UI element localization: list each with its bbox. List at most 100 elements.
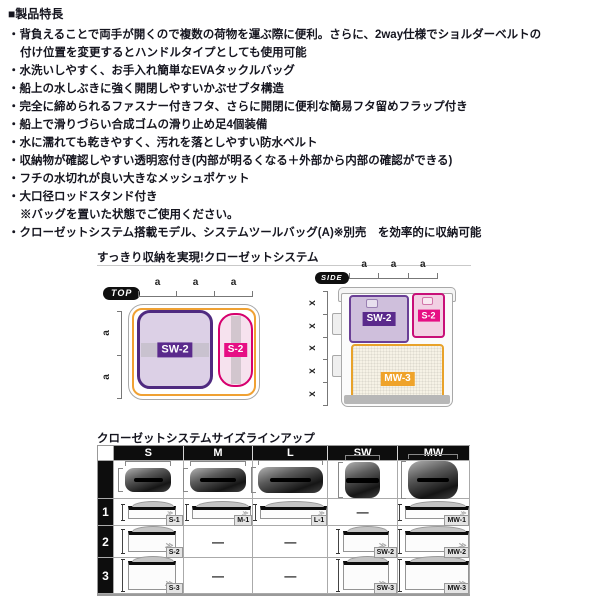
- feature-line: 付け位置を変更するとハンドルタイプとしても使用可能: [20, 47, 307, 59]
- row-header-2: 2: [98, 526, 114, 558]
- table-cell: ≫ S-2: [114, 526, 184, 558]
- table-cell: ≫ SW-3: [328, 556, 398, 594]
- table-cell: [397, 453, 470, 499]
- bag-body: SW-2 S-2 MW-3: [341, 293, 453, 407]
- table-cell: ≫ MW-2: [397, 526, 470, 558]
- table-cell: [328, 454, 398, 499]
- case-sw2-side-view: SW-2: [349, 295, 409, 343]
- table-cell: [182, 460, 254, 499]
- case-code-chip: M-1: [234, 515, 253, 526]
- table-cell: ≫ SW-2: [328, 526, 398, 558]
- divider: [97, 265, 471, 266]
- feature-line: ・大口径ロッドスタンド付き: [8, 191, 158, 203]
- dimension-label: a: [230, 277, 237, 288]
- case-profile: ≫: [260, 500, 328, 519]
- feature-line: ・船上で滑りづらい合成ゴムの滑り止め足4個装備: [8, 119, 268, 131]
- feature-line: ・水に濡れても乾きやすく、汚れを落としやすい防水ベルト: [8, 137, 318, 149]
- table-cell-empty: —: [183, 558, 254, 594]
- no-item-dash: —: [211, 568, 224, 583]
- daiwa-logo-icon: ≫: [318, 510, 325, 517]
- dimension-label: x: [306, 391, 318, 397]
- case-s2-side-view: S-2: [412, 293, 445, 338]
- table-cell: ≫ S-3: [114, 556, 184, 594]
- feature-line: ・収納物が確認しやすい透明窓付き(内部が明るくなる＋外部から内部の確認ができる): [8, 155, 453, 167]
- dimension-label: x: [306, 368, 318, 375]
- daiwa-logo-icon: ≫: [166, 510, 173, 517]
- case-s2-top-view: S-2: [218, 313, 253, 387]
- bag-top-silhouette-mw: [408, 460, 459, 499]
- side-view-height-dimension: x x x x x: [307, 291, 328, 406]
- bag-bottom-band: [344, 395, 450, 404]
- case-profile: ≫: [343, 556, 390, 590]
- case-profile: ≫: [127, 526, 176, 552]
- dimension-label: a: [390, 259, 397, 270]
- side-view-badge: SIDE: [315, 272, 349, 284]
- no-item-dash: —: [284, 534, 297, 549]
- bag-top-silhouette-m: [189, 467, 246, 492]
- no-item-dash: —: [356, 505, 369, 519]
- dimension-label: a: [100, 373, 112, 380]
- dimension-label: x: [306, 300, 318, 306]
- dimension-label: x: [306, 322, 318, 329]
- top-view-badge: TOP: [103, 287, 141, 300]
- row-header-silhouettes: [98, 461, 114, 499]
- daiwa-logo-icon: ≫: [459, 510, 466, 517]
- column-header-s: S: [114, 446, 184, 461]
- case-profile: ≫: [404, 526, 469, 552]
- case-mw3-side-view: MW-3: [351, 344, 444, 402]
- bag-top-silhouette-sw: [345, 461, 381, 498]
- daiwa-logo-icon: ≫: [241, 510, 248, 517]
- dimension-label: a: [361, 259, 367, 270]
- dimension-label: a: [154, 277, 161, 288]
- case-sw2-top-view: SW-2: [137, 310, 213, 389]
- bag-top-view: SW-2 S-2: [128, 304, 260, 400]
- side-view-width-dimension: a a a: [349, 260, 438, 279]
- table-cell-empty: —: [328, 499, 398, 526]
- features-section: ■製品特長 ・背負えることで両手が開くので複数の荷物を運ぶ際に便利。さらに、2w…: [8, 6, 596, 242]
- closet-system-title: すっきり収納を実現!クローゼットシステム: [97, 252, 319, 264]
- features-heading: ■製品特長: [8, 7, 64, 21]
- column-header-l: L: [253, 446, 329, 461]
- feature-note: ※バッグを置いた状態でご使用ください。: [20, 209, 239, 221]
- bag-top-silhouette-l: [257, 466, 323, 493]
- table-cell: [114, 460, 184, 499]
- feature-line: ・完全に締められるファスナー付きフタ、さらに開閉に便利な簡易フタ留めフラップ付き: [8, 101, 468, 113]
- table-cell: ≫ M-1: [183, 499, 254, 526]
- closet-frame-outline: [132, 308, 256, 396]
- feature-line: ・フチの水切れが良い大きなメッシュポケット: [8, 173, 250, 185]
- table-cell: ≫ L-1: [253, 499, 329, 526]
- size-lineup-table: S M L SW MW 1 ≫ S-1 ≫ M-1 ≫ L-1 — ≫ MW-1: [97, 445, 470, 596]
- case-code-label: MW-3: [380, 372, 415, 387]
- no-item-dash: —: [284, 568, 297, 583]
- daiwa-logo-icon: ≫: [377, 541, 387, 551]
- column-header-m: M: [183, 446, 254, 461]
- daiwa-logo-icon: ≫: [457, 541, 466, 551]
- daiwa-logo-icon: ≫: [164, 541, 173, 551]
- case-code-label: SW-2: [157, 341, 193, 358]
- row-header-1: 1: [98, 499, 114, 526]
- dimension-label: a: [192, 277, 199, 288]
- table-cell: ≫ S-1: [114, 499, 184, 526]
- lineup-title: クローゼットシステムサイズラインアップ: [97, 433, 315, 445]
- feature-line: ・船上の水しぶきに強く開閉しやすいかぶせブタ構造: [8, 83, 284, 95]
- dimension-label: x: [306, 345, 318, 352]
- table-cell: ≫ MW-1: [397, 499, 470, 526]
- feature-line: ・水洗いしやすく、お手入れ簡単なEVAタックルバッグ: [8, 65, 295, 77]
- table-cell-empty: —: [253, 526, 329, 558]
- case-code-chip: SW-3: [373, 583, 397, 594]
- table-cell-empty: —: [183, 526, 254, 558]
- case-code-label: S-2: [223, 343, 248, 357]
- feature-line: ・背負えることで両手が開くので複数の荷物を運ぶ際に便利。さらに、2way仕様でシ…: [8, 29, 542, 41]
- case-code-chip: MW-1: [444, 515, 469, 526]
- bag-side-view: SW-2 S-2 MW-3: [332, 287, 456, 407]
- top-view-height-dimension: a a: [101, 311, 122, 399]
- feature-line: ・クローゼットシステム搭載モデル、システムツールバッグ(A)※別売 を効率的に収…: [8, 227, 482, 239]
- dimension-label: a: [420, 259, 426, 270]
- table-cell-empty: —: [253, 558, 329, 594]
- table-cell: [250, 459, 329, 499]
- top-view-width-dimension: a a a: [138, 278, 253, 297]
- no-item-dash: —: [211, 534, 224, 549]
- case-code-label: SW-2: [362, 312, 396, 326]
- case-code-chip: S-3: [165, 583, 183, 594]
